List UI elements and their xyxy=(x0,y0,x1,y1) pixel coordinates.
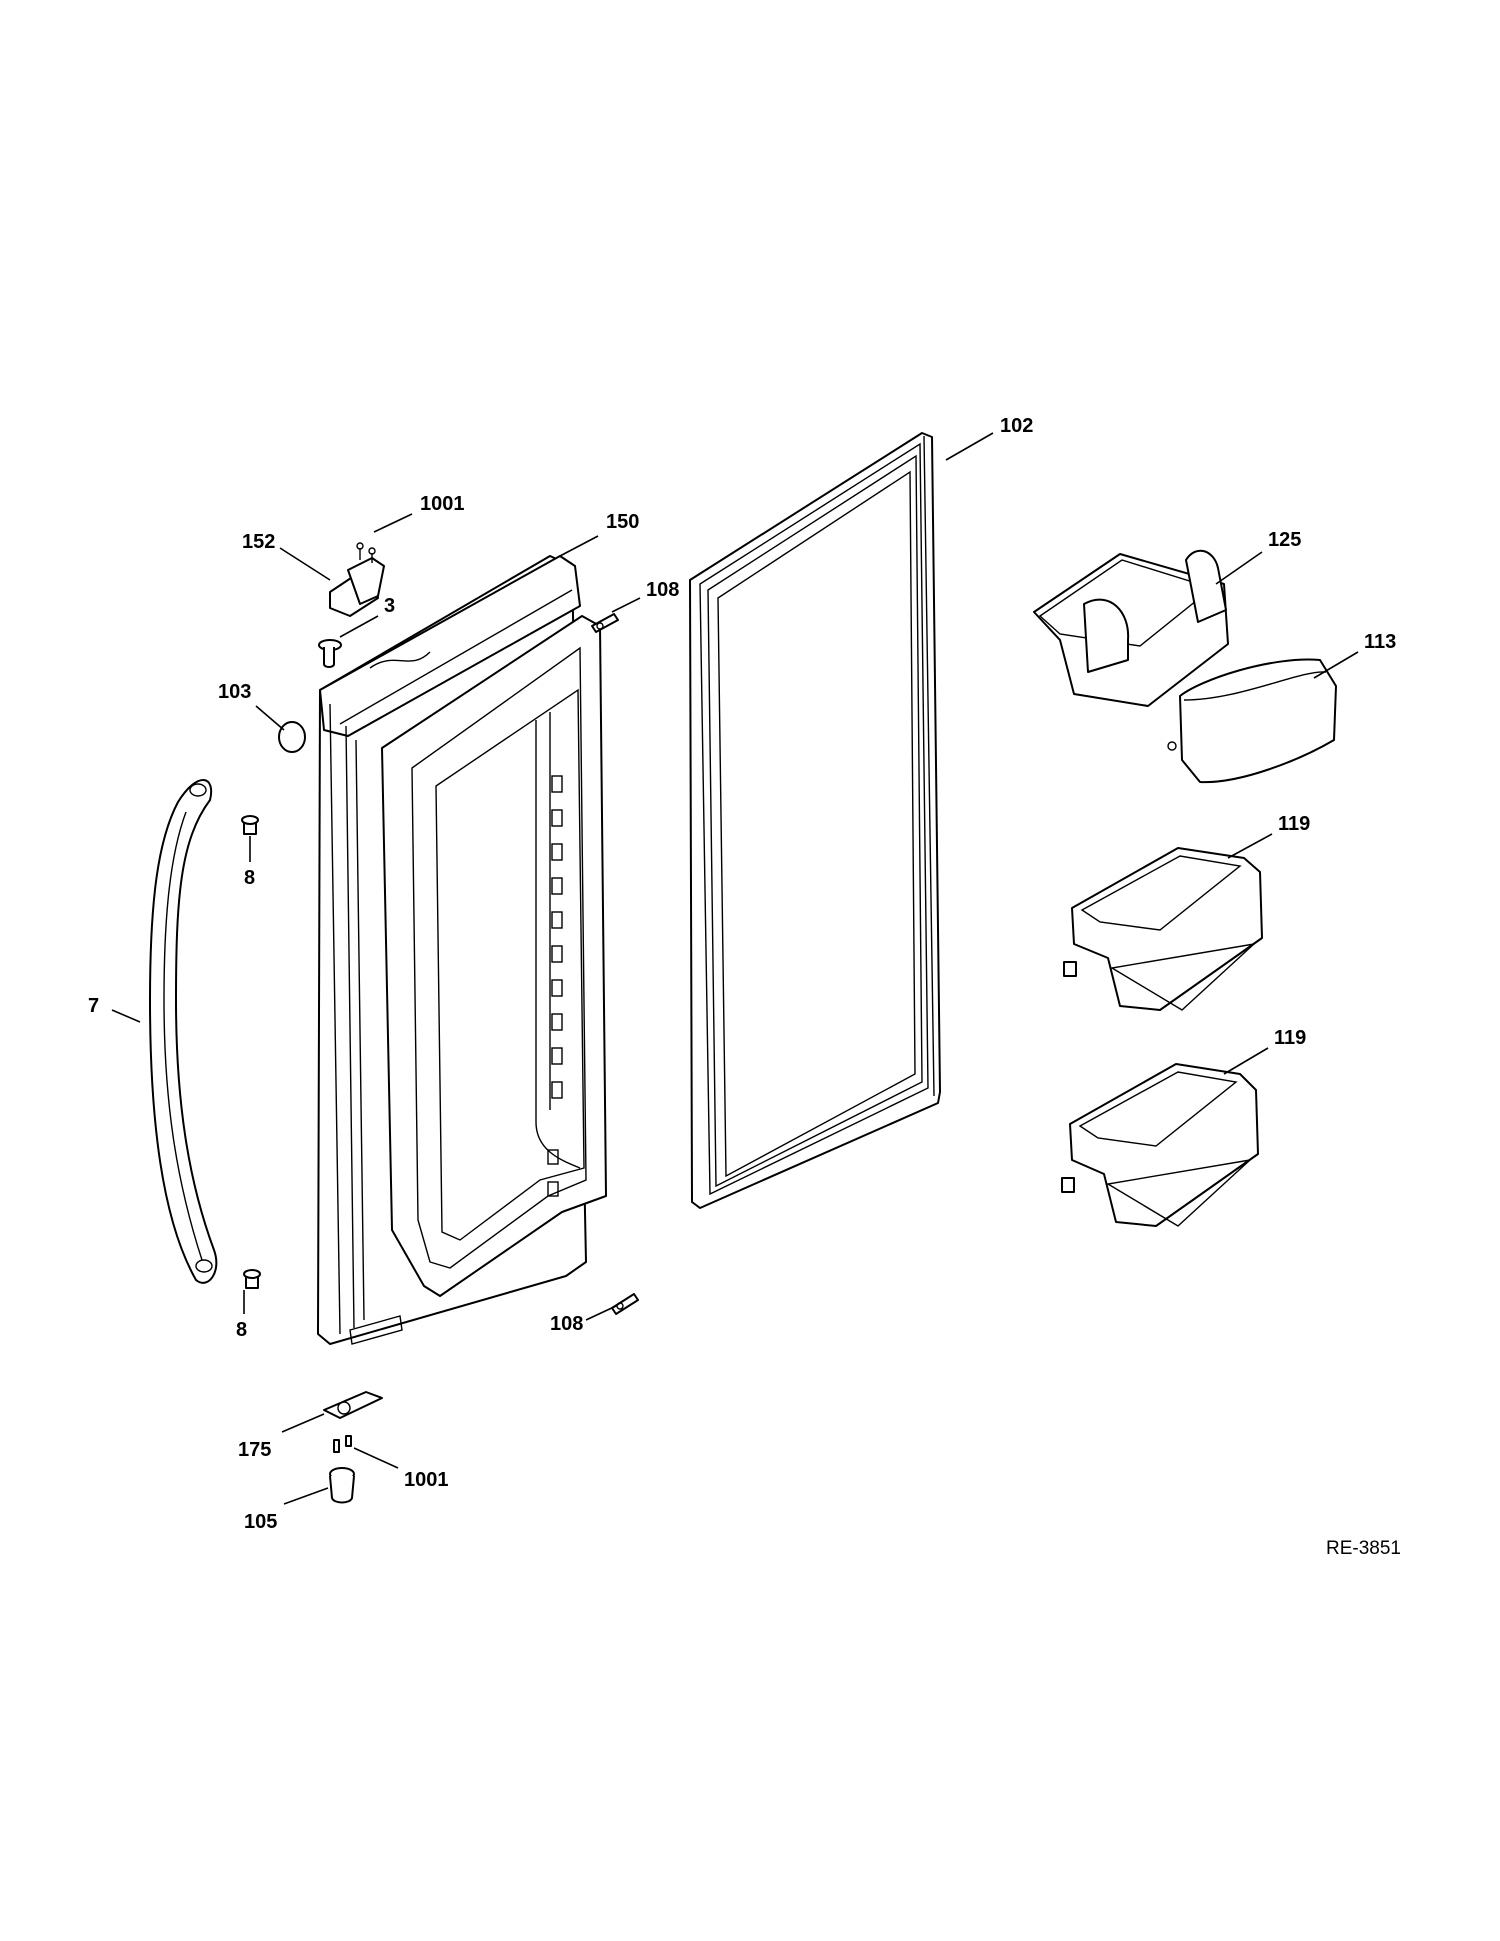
door-bin-lower xyxy=(1061,1063,1259,1227)
reference-code: RE-3851 xyxy=(1326,1538,1401,1559)
label-stud-top: 8 xyxy=(244,867,255,889)
dairy-bin xyxy=(1033,549,1229,707)
door-gasket xyxy=(689,432,941,1209)
label-door-stop-bottom: 108 xyxy=(550,1313,583,1335)
label-bottom-hinge: 175 xyxy=(238,1439,271,1461)
label-gasket: 102 xyxy=(1000,415,1033,437)
hinge-bushing xyxy=(318,639,342,668)
handle-stud-bottom xyxy=(243,1269,261,1289)
handle-stud-top xyxy=(241,815,259,835)
label-screw-bottom: 1001 xyxy=(404,1469,449,1491)
screw-top xyxy=(356,542,376,563)
label-bin-upper: 119 xyxy=(1278,813,1310,835)
bottom-hinge-plate xyxy=(323,1391,383,1419)
dairy-door xyxy=(1167,658,1337,784)
shelf-slots xyxy=(547,775,563,1197)
door-stop-bottom xyxy=(611,1293,639,1315)
door-bin-upper xyxy=(1063,847,1263,1011)
label-stud-bottom: 8 xyxy=(236,1319,247,1341)
door-stop-top xyxy=(591,613,619,633)
label-door-assembly: 150 xyxy=(606,511,639,533)
label-hinge-cover: 152 xyxy=(242,531,275,553)
label-dairy-door: 113 xyxy=(1364,631,1396,653)
label-plug-button: 103 xyxy=(218,681,251,703)
screw-bottom xyxy=(333,1435,352,1453)
plug-button xyxy=(278,721,306,753)
part-labels: 102 1001 150 152 3 108 125 113 103 8 7 1… xyxy=(88,415,1401,1559)
label-door-stop-top: 108 xyxy=(646,579,679,601)
door-handle xyxy=(149,779,218,1284)
label-bottom-bushing: 105 xyxy=(244,1511,277,1533)
door-assembly xyxy=(317,555,607,1345)
label-hinge-bushing: 3 xyxy=(384,595,395,617)
label-bin-lower: 119 xyxy=(1274,1027,1306,1049)
leader-lines xyxy=(111,432,1359,1505)
bottom-bushing xyxy=(329,1467,355,1504)
hinge-cover xyxy=(329,557,385,617)
label-screw-top: 1001 xyxy=(420,493,465,515)
label-handle: 7 xyxy=(88,995,99,1017)
label-dairy-bin: 125 xyxy=(1268,529,1301,551)
